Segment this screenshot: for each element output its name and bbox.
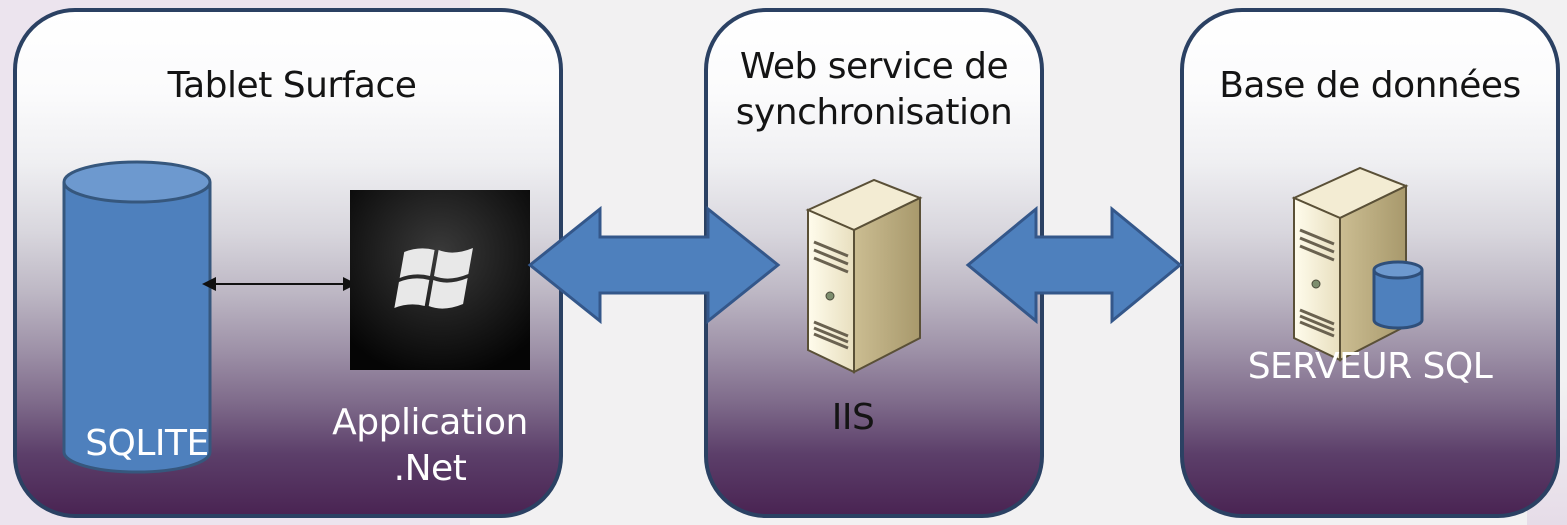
web-service-title: Web service de synchronisation — [708, 44, 1040, 136]
database-server-icon — [1291, 166, 1424, 362]
server-tower-icon — [805, 178, 923, 374]
sync-arrow-webservice-database — [965, 205, 1183, 325]
sync-arrow-tablet-webservice — [527, 205, 781, 325]
windows-logo-icon — [350, 190, 530, 370]
sql-server-label: SERVEUR SQL — [1247, 346, 1493, 387]
web-service-title-line2: synchronisation — [735, 92, 1013, 133]
database-panel: Base de données — [1180, 8, 1560, 518]
iis-label: IIS — [831, 397, 875, 438]
small-database-cylinder-icon — [1372, 260, 1424, 330]
sqlite-app-connector — [202, 277, 357, 291]
application-label-line2: .Net — [393, 448, 467, 489]
application-net-label: Application .Net — [300, 400, 559, 492]
application-label-line1: Application — [332, 402, 528, 443]
tablet-surface-title: Tablet Surface — [167, 65, 417, 106]
sqlite-cylinder-icon — [62, 160, 212, 474]
sqlite-label: SQLITE — [85, 423, 209, 464]
web-service-title-line1: Web service de — [739, 46, 1009, 87]
tablet-surface-panel: Tablet Surface SQLITE Application .Net — [13, 8, 563, 518]
database-title: Base de données — [1219, 65, 1521, 106]
